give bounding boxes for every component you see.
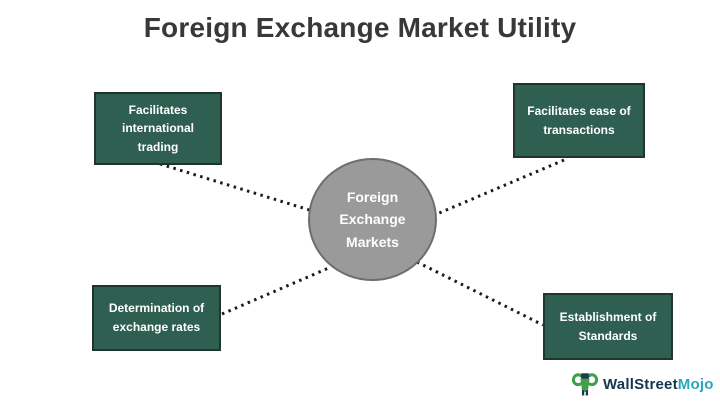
wordmark-mojo: Mojo bbox=[677, 375, 714, 393]
node-label: Determination of exchange rates bbox=[108, 301, 205, 334]
node-label: Facilitates international trading bbox=[121, 102, 194, 154]
diagram-title: Foreign Exchange Market Utility bbox=[143, 12, 577, 43]
connector-bottom-left bbox=[221, 265, 332, 316]
node-facilitates-international-trading: Facilitates international trading bbox=[94, 92, 222, 165]
wallstreetmojo-wordmark: WallStreetMojo bbox=[603, 376, 714, 393]
wordmark-wallstreet: WallStreet bbox=[603, 375, 678, 393]
node-determination-of-exchange-rates: Determination of exchange rates bbox=[92, 285, 221, 351]
center-node-foreign-exchange-markets: Foreign Exchange Markets bbox=[308, 158, 437, 281]
bull-logo-icon bbox=[572, 373, 598, 396]
node-facilitates-ease-of-transactions: Facilitates ease of transactions bbox=[513, 83, 645, 158]
connector-top-right bbox=[436, 158, 565, 216]
center-node-label: Foreign Exchange Markets bbox=[339, 188, 406, 250]
connector-bottom-right bbox=[416, 260, 544, 327]
node-establishment-of-standards: Establishment of Standards bbox=[543, 293, 673, 360]
node-label: Facilitates ease of transactions bbox=[527, 103, 631, 137]
wallstreetmojo-logo: WallStreetMojo bbox=[572, 370, 714, 398]
node-label: Establishment of Standards bbox=[559, 309, 657, 343]
connector-top-left bbox=[159, 162, 317, 214]
